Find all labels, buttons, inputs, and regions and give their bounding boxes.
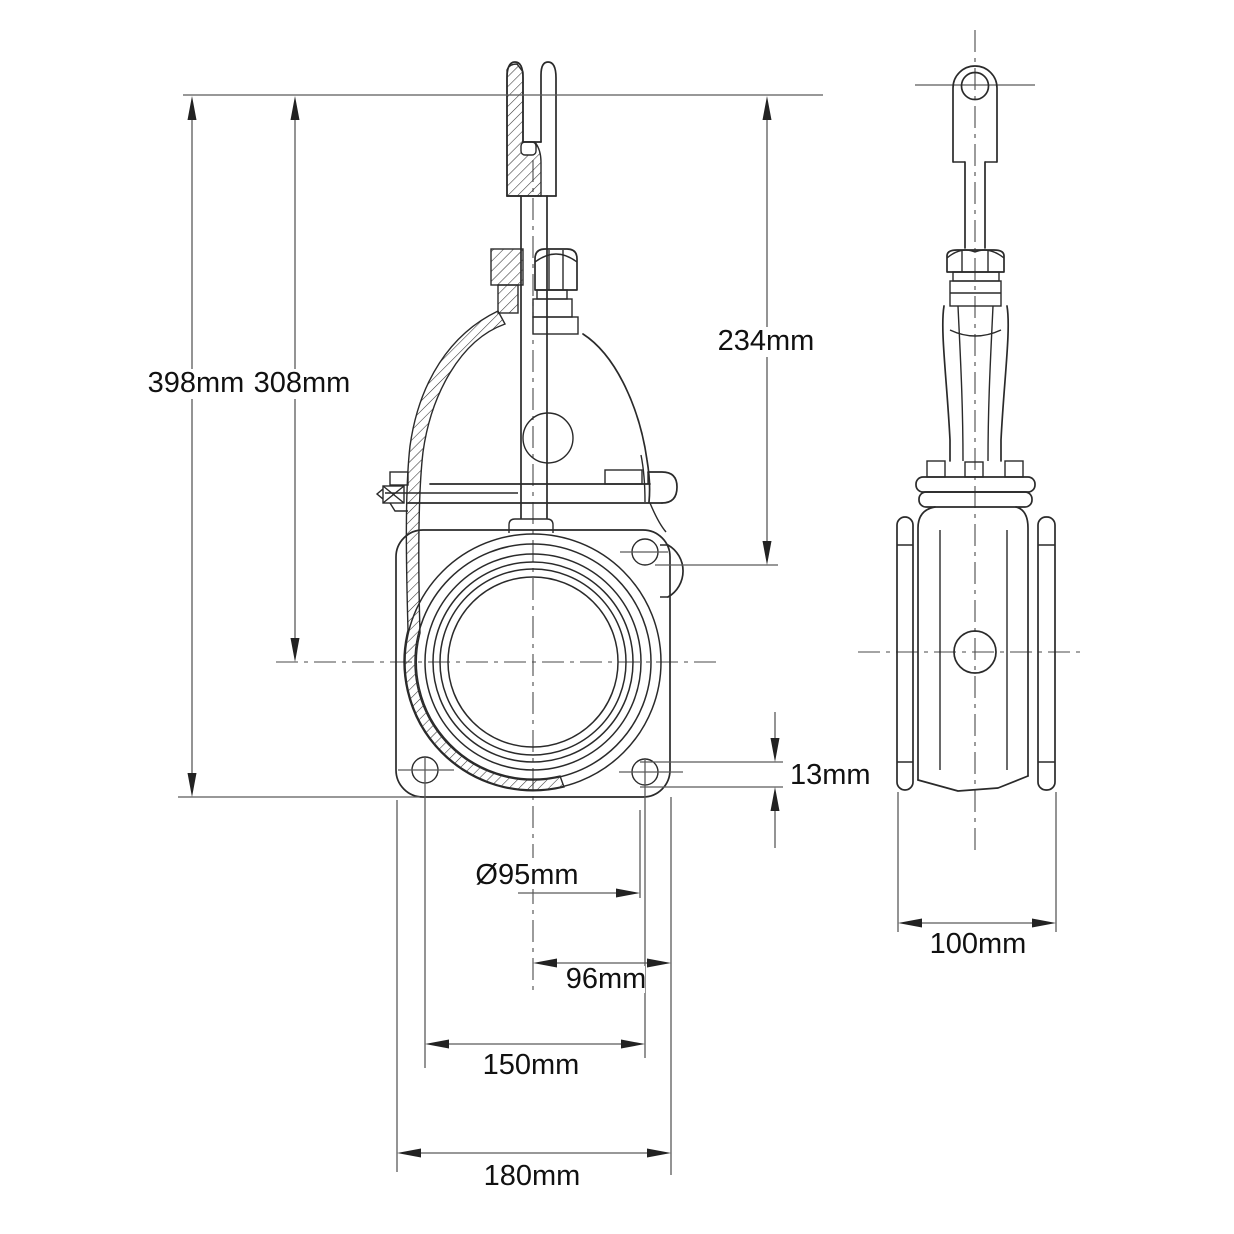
- dim-overall-height: 398mm: [148, 96, 245, 797]
- side-view: [858, 30, 1082, 850]
- stem: [520, 195, 548, 519]
- packing-nut: [532, 248, 579, 335]
- side-boss-hole: [953, 630, 997, 674]
- stem-assembly: [490, 61, 579, 533]
- side-centerlines: [858, 30, 1082, 850]
- clevis-section: [506, 63, 542, 197]
- side-hex-nut: [946, 249, 1005, 273]
- side-flange-right: [1037, 516, 1056, 791]
- dim-body-depth: 100mm: [898, 918, 1056, 960]
- dim-label-234: 234mm: [718, 325, 815, 357]
- dim-label-13: 13mm: [790, 759, 871, 791]
- dome-right-edge: [582, 333, 651, 503]
- bonnet-lug: [604, 469, 643, 485]
- side-eye: [952, 65, 998, 163]
- dim-label-96: 96mm: [566, 963, 647, 995]
- dimensions: 398mm 308mm 234mm 13mm: [148, 94, 1057, 1192]
- bonnet-ear: [375, 471, 409, 512]
- dim-bore-diameter: Ø95mm: [475, 858, 640, 898]
- front-flange: [395, 529, 684, 798]
- front-view: [276, 61, 718, 990]
- side-bonnet-bands: [915, 476, 1036, 508]
- clevis-left-arm: [506, 61, 524, 197]
- bonnet-flange-bar: [385, 469, 678, 533]
- side-flange-left: [896, 516, 914, 791]
- dim-flange-width: 180mm: [397, 1148, 671, 1192]
- dim-label-150: 150mm: [483, 1049, 580, 1081]
- bonnet: [375, 310, 678, 792]
- clevis-right-arm: [540, 61, 557, 197]
- stem-foot: [508, 518, 554, 533]
- extension-lines: [178, 94, 1057, 1175]
- dim-label-308: 308mm: [254, 367, 351, 399]
- dim-top-to-flange-hole: 234mm: [718, 96, 815, 565]
- bonnet-wall-section: [403, 310, 565, 792]
- dim-height-to-centerline: 308mm: [254, 96, 351, 662]
- side-body: [896, 506, 1056, 792]
- dim-label-95: Ø95mm: [475, 859, 578, 891]
- dim-bolt-hole-diameter: 13mm: [770, 712, 871, 848]
- dim-label-398: 398mm: [148, 367, 245, 399]
- dome-opening: [522, 412, 574, 464]
- front-centerlines: [276, 160, 718, 990]
- side-body-bottom: [917, 775, 1029, 792]
- dim-centerline-to-edge: 96mm: [533, 958, 671, 995]
- side-stem: [946, 161, 1005, 307]
- gland-section: [490, 248, 524, 314]
- dim-bolt-hole-spacing: 150mm: [425, 1039, 645, 1081]
- dim-label-100: 100mm: [930, 928, 1027, 960]
- dim-label-180: 180mm: [484, 1160, 581, 1192]
